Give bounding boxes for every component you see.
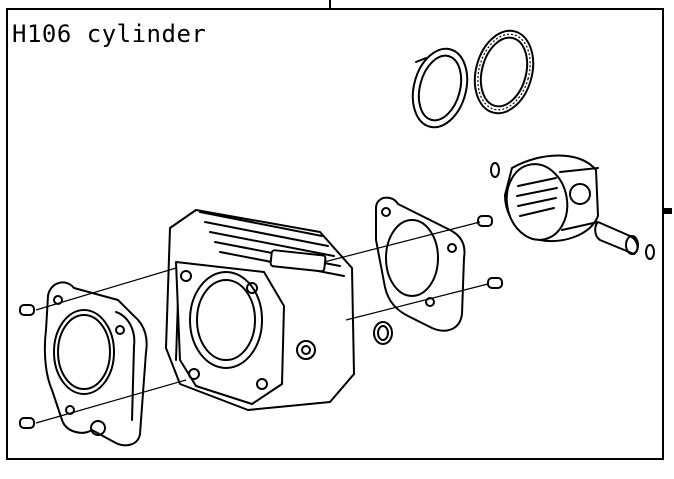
page-edge-marker [664, 208, 672, 214]
alignment-lines [35, 221, 489, 424]
piston-pin-icon [594, 221, 639, 255]
piston-ring-set-icon [411, 29, 535, 129]
diagram-title: H106 cylinder [12, 20, 207, 48]
piston-icon [504, 154, 599, 242]
dowel-pin-icon [19, 215, 503, 429]
head-gasket-icon [43, 281, 148, 447]
cylinder-block-icon [165, 209, 355, 411]
pin-clip-icon [490, 162, 655, 260]
oil-seal-ring-icon [373, 321, 393, 345]
base-gasket-icon [375, 196, 466, 332]
